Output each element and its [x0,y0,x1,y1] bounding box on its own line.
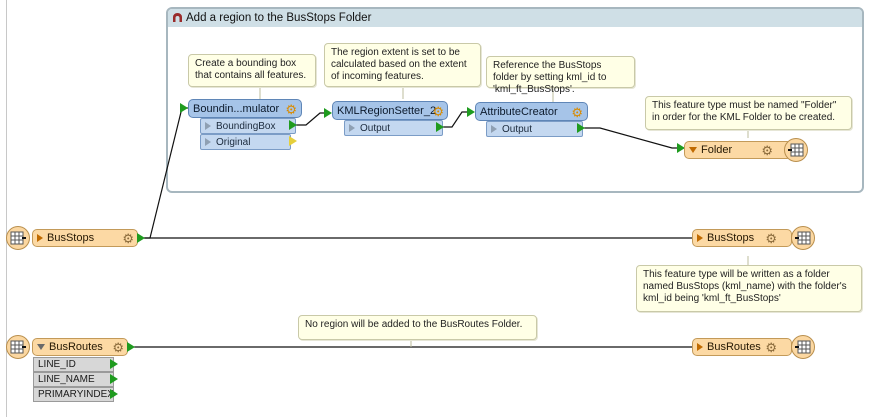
writer-feature-type-busroutes[interactable]: BusRoutes ⚙ [692,338,792,356]
gear-icon[interactable]: ⚙ [122,231,134,246]
output-port-icon [110,359,118,369]
note-text: No region will be added to the BusRoutes… [305,319,523,330]
writer-feature-type-busstops[interactable]: BusStops ⚙ [692,229,792,247]
output-port[interactable] [137,233,145,243]
bookmark-header[interactable]: Add a region to the BusStops Folder [168,9,862,27]
feature-type-name: BusRoutes [49,341,103,353]
output-port-icon [127,342,135,352]
gear-icon[interactable]: ⚙ [432,104,444,119]
transformer-bounding-box-accumulator[interactable]: Boundin...mulator ⚙ [188,99,302,118]
note-busroutes[interactable]: No region will be added to the BusRoutes… [298,315,537,340]
output-port-original[interactable] [289,136,297,146]
port-output[interactable]: Output [486,121,583,137]
gear-icon[interactable]: ⚙ [765,231,777,246]
note-bounding-box[interactable]: Create a bounding box that contains all … [188,54,316,87]
output-port-icon [110,374,118,384]
output-port-icon [289,136,297,146]
expand-arrow-icon[interactable] [697,343,703,351]
writer-table-icon [791,226,815,250]
transformer-attribute-creator[interactable]: AttributeCreator ⚙ [475,102,588,121]
expand-arrow-icon[interactable] [37,234,43,242]
transformer-name: Boundin...mulator [193,102,280,115]
output-port[interactable] [127,342,135,352]
collapse-arrow-icon[interactable] [37,344,45,350]
port-label: Output [502,123,533,135]
gear-icon[interactable]: ⚙ [571,105,583,120]
input-port[interactable] [180,103,188,113]
bookmark-icon [172,13,183,23]
port-label: Original [216,136,251,148]
note-text: Reference the BusStops folder by setting… [493,60,607,95]
attribute-line-id[interactable]: LINE_ID [33,357,114,372]
attribute-label: LINE_NAME [38,374,95,385]
note-text: Create a bounding box that contains all … [195,58,307,81]
bookmark-title: Add a region to the BusStops Folder [186,12,372,24]
output-port-icon [577,123,585,133]
attribute-line-name[interactable]: LINE_NAME [33,372,114,387]
attribute-label: LINE_ID [38,359,76,370]
input-port-icon [180,103,188,113]
output-port-icon [137,233,145,243]
feature-type-name: Folder [701,144,733,156]
note-reference-folder[interactable]: Reference the BusStops folder by setting… [486,56,635,95]
port-label: BoundingBox [216,120,276,132]
output-port-output[interactable] [436,122,444,132]
reader-table-icon [6,226,30,250]
note-busstops-writer[interactable]: This feature type will be written as a f… [636,265,862,312]
writer-feature-type-folder[interactable]: Folder ⚙ [684,141,792,159]
input-port-icon [324,108,332,118]
note-folder-name[interactable]: This feature type must be named "Folder"… [645,96,852,130]
note-text: The region extent is set to be calculate… [331,47,467,82]
output-port-icon [436,122,444,132]
transformer-name: KMLRegionSetter_2 [337,104,437,117]
port-arrow-icon [349,124,355,132]
canvas-left-edge [6,0,7,417]
collapse-arrow-icon[interactable] [689,147,697,153]
attribute-port[interactable] [110,359,118,369]
input-port-icon [467,107,475,117]
reader-feature-type-busroutes[interactable]: BusRoutes ⚙ [32,338,128,356]
reader-feature-type-busstops[interactable]: BusStops ⚙ [32,229,138,247]
input-port-icon [677,143,685,153]
feature-type-name: BusStops [707,232,755,244]
gear-icon[interactable]: ⚙ [761,143,773,158]
feature-type-name: BusRoutes [707,341,761,353]
attribute-port[interactable] [110,389,118,399]
output-port-icon [289,120,297,130]
gear-icon[interactable]: ⚙ [112,340,124,355]
gear-icon[interactable]: ⚙ [765,340,777,355]
port-original[interactable]: Original [200,134,291,150]
port-arrow-icon [205,122,211,130]
writer-table-icon [784,138,808,162]
note-text: This feature type will be written as a f… [643,269,847,304]
port-output[interactable]: Output [344,120,443,136]
port-boundingbox[interactable]: BoundingBox [200,118,296,134]
gear-icon[interactable]: ⚙ [285,102,297,117]
transformer-kml-region-setter[interactable]: KMLRegionSetter_2 ⚙ [332,101,448,120]
input-port[interactable] [677,143,685,153]
writer-table-icon [791,335,815,359]
note-text: This feature type must be named "Folder"… [652,100,837,123]
attribute-primaryindex[interactable]: PRIMARYINDEX [33,387,114,402]
attribute-port[interactable] [110,374,118,384]
output-port-icon [110,389,118,399]
port-arrow-icon [205,138,211,146]
transformer-name: AttributeCreator [480,105,558,118]
output-port-boundingbox[interactable] [289,120,297,130]
port-arrow-icon [491,125,497,133]
input-port[interactable] [324,108,332,118]
port-label: Output [360,122,391,134]
attribute-label: PRIMARYINDEX [38,389,114,400]
output-port-output[interactable] [577,123,585,133]
expand-arrow-icon[interactable] [697,234,703,242]
input-port[interactable] [467,107,475,117]
note-region-extent[interactable]: The region extent is set to be calculate… [324,43,481,87]
feature-type-name: BusStops [47,232,95,244]
reader-table-icon [6,335,30,359]
